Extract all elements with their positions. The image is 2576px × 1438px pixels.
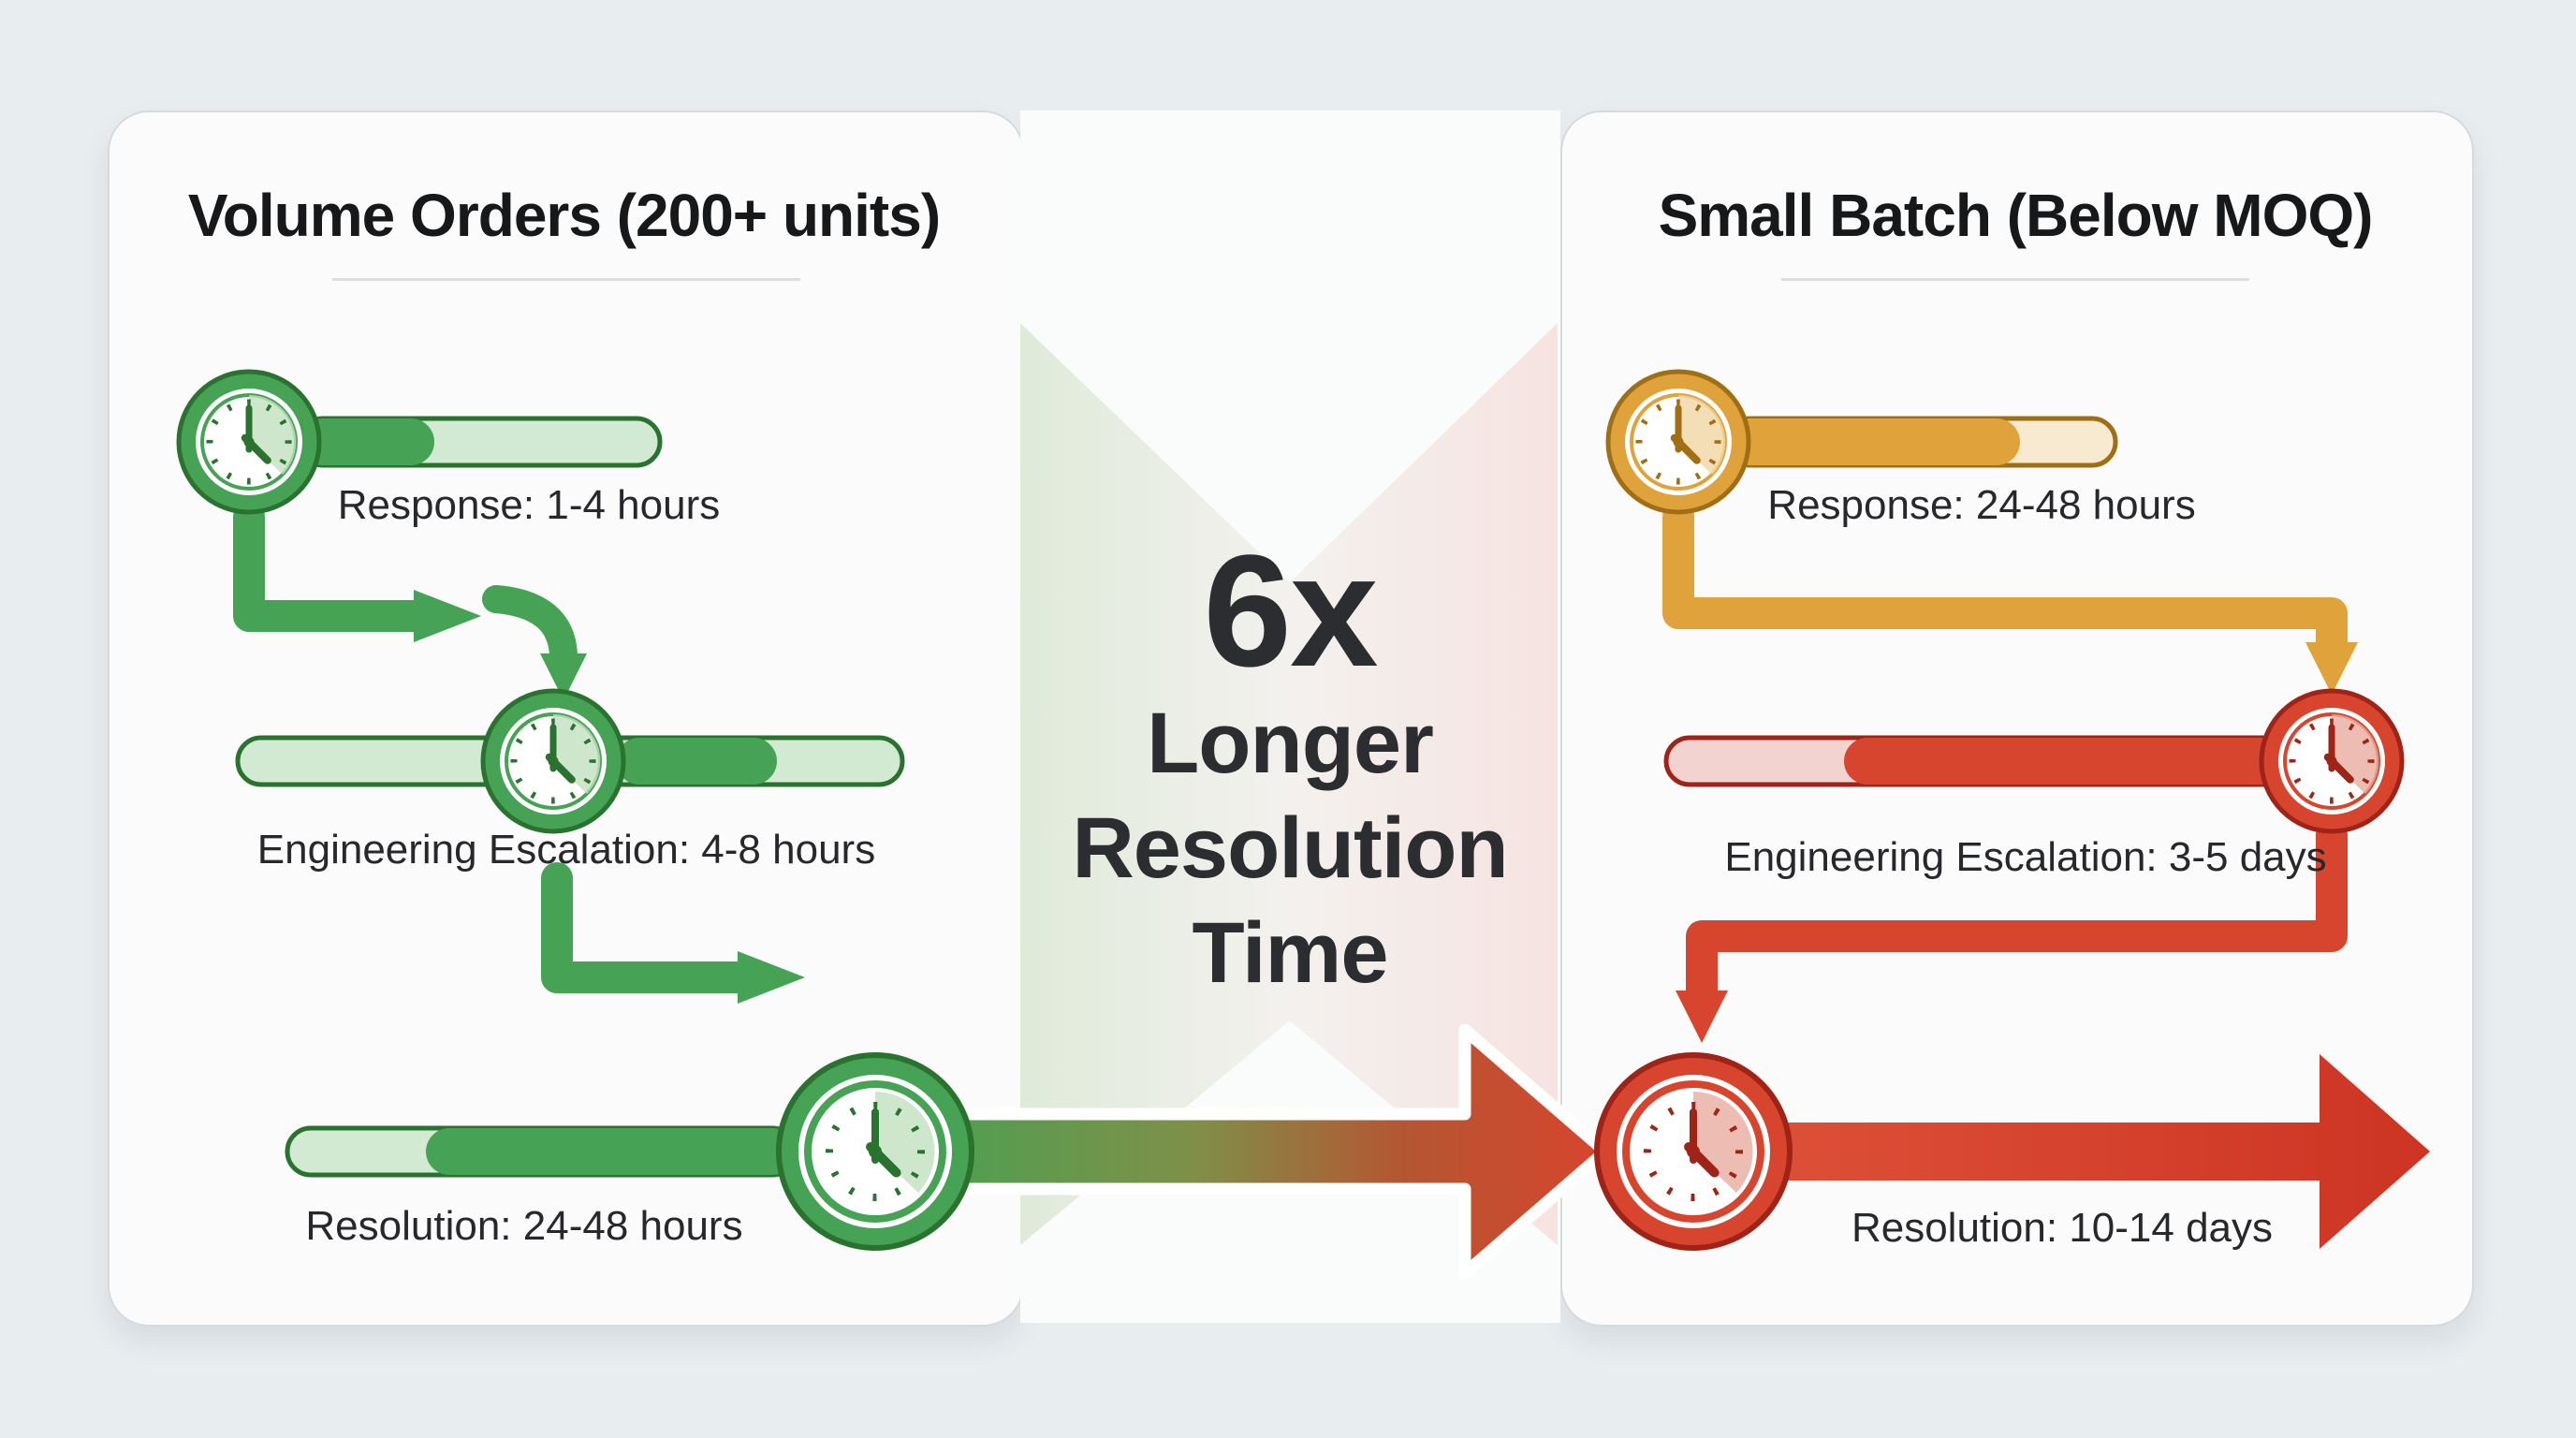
multiplier-text: 6x (1203, 522, 1378, 700)
resolution-label-left: Resolution: 24-48 hours (305, 1203, 743, 1249)
escalation-label-right: Engineering Escalation: 3-5 days (1724, 834, 2327, 880)
flow-arrow-left-1-hook (482, 585, 578, 669)
title-divider-left (332, 278, 800, 281)
flow-arrow-right-1 (1662, 501, 2348, 658)
timeline-bar-escalation-right (1663, 735, 2324, 787)
caption-line-3: Time (1192, 905, 1388, 1001)
resolution-arrow-right (1760, 1054, 2430, 1249)
clock-icon-resolution-right (1597, 1055, 1790, 1248)
caption-line-2: Resolution (1072, 800, 1508, 896)
flow-arrow-left-1-head (414, 590, 481, 642)
escalation-label-left: Engineering Escalation: 4-8 hours (256, 827, 876, 873)
comparison-headline: 6x Longer Resolution Time (1056, 532, 1524, 1005)
flow-arrow-right-2 (1686, 819, 2348, 1006)
flow-arrow-right-2-head (1676, 990, 1728, 1043)
timeline-bar-response-right (1724, 416, 2118, 468)
resolution-label-right: Resolution: 10-14 days (1851, 1205, 2274, 1251)
response-label-right: Response: 24-48 hours (1767, 482, 2196, 528)
clock-icon-escalation-left (483, 691, 623, 831)
timeline-bar-response-left (297, 416, 663, 468)
title-divider-right (1781, 278, 2249, 281)
timeline-bar-resolution-left (285, 1125, 798, 1178)
response-label-left: Response: 1-4 hours (337, 482, 721, 528)
flow-arrow-left-1 (233, 501, 430, 632)
flow-arrow-left-2 (541, 862, 754, 993)
clock-icon-escalation-right (2261, 691, 2402, 831)
flow-arrow-right-1-head (2305, 642, 2358, 695)
small-batch-title: Small Batch (Below MOQ) (1658, 182, 2374, 249)
clock-icon-resolution-left (779, 1055, 972, 1248)
gradient-backdrop (1020, 323, 1558, 1245)
flow-arrow-left-2-head (738, 951, 805, 1004)
caption-line-1: Longer (1147, 696, 1434, 791)
volume-orders-title: Volume Orders (200+ units) (187, 182, 941, 249)
flow-arrow-left-1-hook-head (540, 653, 587, 700)
comparison-arrow (883, 1023, 1612, 1280)
